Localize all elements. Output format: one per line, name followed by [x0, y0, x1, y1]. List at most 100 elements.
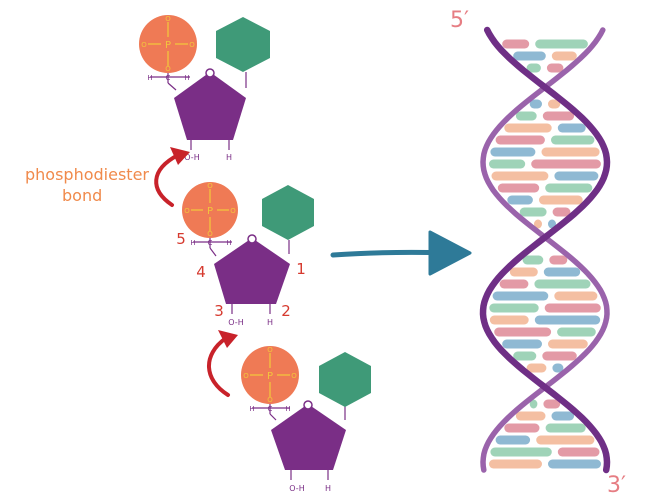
sugar-bottom-bonds — [190, 140, 230, 150]
base-pair-segment — [489, 459, 542, 469]
hydroxyl-group: O-H — [228, 318, 243, 327]
deoxyribose-sugar — [271, 404, 346, 470]
base-pair-segment — [542, 111, 575, 121]
base-pair-segment — [535, 39, 588, 49]
oxygen-symbol: O — [189, 41, 195, 49]
sugar-bottom-bonds — [290, 470, 329, 480]
base-pair-segment — [504, 423, 540, 433]
base-pair-segment — [502, 39, 530, 49]
oxygen-symbol: O — [165, 65, 171, 73]
carbon-number-1: 1 — [296, 260, 306, 278]
phosphate-circle — [182, 182, 238, 238]
base-pair-segment — [534, 219, 542, 229]
base-pair-segment — [548, 459, 601, 469]
oxygen-symbol: O — [291, 372, 297, 380]
oxygen-symbol: O — [243, 372, 249, 380]
hydroxyl-group: O-H — [184, 153, 199, 162]
base-pair-segment — [539, 195, 583, 205]
carbon-linker: H C H — [249, 404, 291, 421]
base-pair-segment — [545, 423, 586, 433]
phosphate-circle — [139, 15, 197, 73]
carbon-number-5: 5 — [176, 230, 186, 248]
base-pair-segment — [526, 63, 541, 73]
ring-oxygen — [303, 400, 313, 410]
base-pair-segment — [551, 135, 595, 145]
base-pair-segment — [554, 171, 599, 181]
base-pair-segment — [529, 99, 542, 109]
base-pair-segment — [513, 351, 537, 361]
oxygen-symbol: O — [267, 346, 273, 354]
hydrogen-symbol: H — [285, 405, 290, 413]
base-pair-segment — [495, 135, 545, 145]
base-pair-segment — [534, 279, 591, 289]
phosphodiester-label-line1: phosphodiester — [25, 165, 149, 184]
sugar-bottom-bonds — [231, 304, 271, 314]
hydrogen-symbol: H — [184, 74, 189, 82]
hydrogen-symbol: H — [226, 239, 231, 247]
base-pair-segment — [489, 159, 526, 169]
base-pair-segment — [529, 399, 538, 409]
hydrogen-symbol: H — [249, 405, 254, 413]
carbon-symbol: C — [166, 74, 171, 82]
base-pair-segment — [546, 63, 564, 73]
oxygen-symbol: O — [207, 230, 213, 238]
bond-arrow-upper — [154, 147, 190, 207]
three-prime-label: 3′ — [607, 473, 626, 498]
nucleotide-middle: P O O O O H C H O-H H 1 2 3 4 5 — [176, 182, 314, 327]
base-pair-segment — [489, 315, 529, 325]
base-pair-segment — [509, 267, 538, 277]
phosphate-circle — [241, 346, 299, 404]
deoxyribose-sugar — [214, 238, 290, 304]
oxygen-symbol: O — [141, 41, 147, 49]
nitrogenous-base — [319, 352, 371, 407]
base-pair-segment — [513, 51, 546, 61]
base-pair-segment — [502, 339, 542, 349]
dna-double-helix — [479, 26, 611, 474]
phosphate-group: P O O O O — [182, 182, 238, 238]
base-pair-segment — [541, 147, 600, 157]
right-arrow-icon — [330, 230, 472, 276]
oxygen-symbol: O — [207, 182, 213, 190]
oxygen-symbol: O — [184, 207, 190, 215]
base-pair-segment — [545, 183, 593, 193]
base-pair-segment — [499, 279, 529, 289]
base-pair-segment — [536, 435, 595, 445]
ring-oxygen — [247, 234, 257, 244]
base-pair-segment — [557, 123, 586, 133]
base-pair-segment — [557, 447, 600, 457]
base-pair-segment — [492, 291, 549, 301]
base-pair-segment — [549, 255, 568, 265]
base-pair-rungs — [489, 39, 601, 469]
base-pair-segment — [554, 291, 598, 301]
base-pair-segment — [519, 207, 547, 217]
base-pair-segment — [490, 147, 536, 157]
base-pair-segment — [552, 207, 571, 217]
base-pair-segment — [543, 267, 581, 277]
base-pair-segment — [497, 183, 540, 193]
base-pair-segment — [543, 399, 561, 409]
phosphodiester-label-line2: bond — [62, 186, 102, 205]
bond-arrow-lower — [207, 330, 238, 397]
hydroxyl-group: O-H — [289, 484, 304, 493]
base-pair-segment — [515, 411, 546, 421]
hydrogen-symbol: H — [325, 484, 331, 493]
carbon-linker: H C H — [147, 73, 190, 91]
oxygen-symbol: O — [230, 207, 236, 215]
carbon-number-2: 2 — [281, 302, 291, 320]
base-pair-segment — [542, 351, 577, 361]
deoxyribose-sugar — [174, 72, 246, 140]
phosphate-group: P O O O O — [139, 15, 197, 73]
five-prime-label: 5′ — [450, 8, 469, 33]
base-pair-segment — [551, 51, 577, 61]
phosphate-group: P O O O O — [241, 346, 299, 404]
base-pair-segment — [531, 159, 601, 169]
oxygen-symbol: O — [267, 396, 273, 404]
base-pair-segment — [544, 303, 601, 313]
hydrogen-symbol: H — [226, 153, 232, 162]
phosphorus-symbol: P — [207, 206, 213, 217]
base-pair-segment — [522, 255, 544, 265]
base-pair-segment — [534, 315, 601, 325]
phosphorus-symbol: P — [267, 371, 273, 382]
hydrogen-symbol: H — [267, 318, 273, 327]
